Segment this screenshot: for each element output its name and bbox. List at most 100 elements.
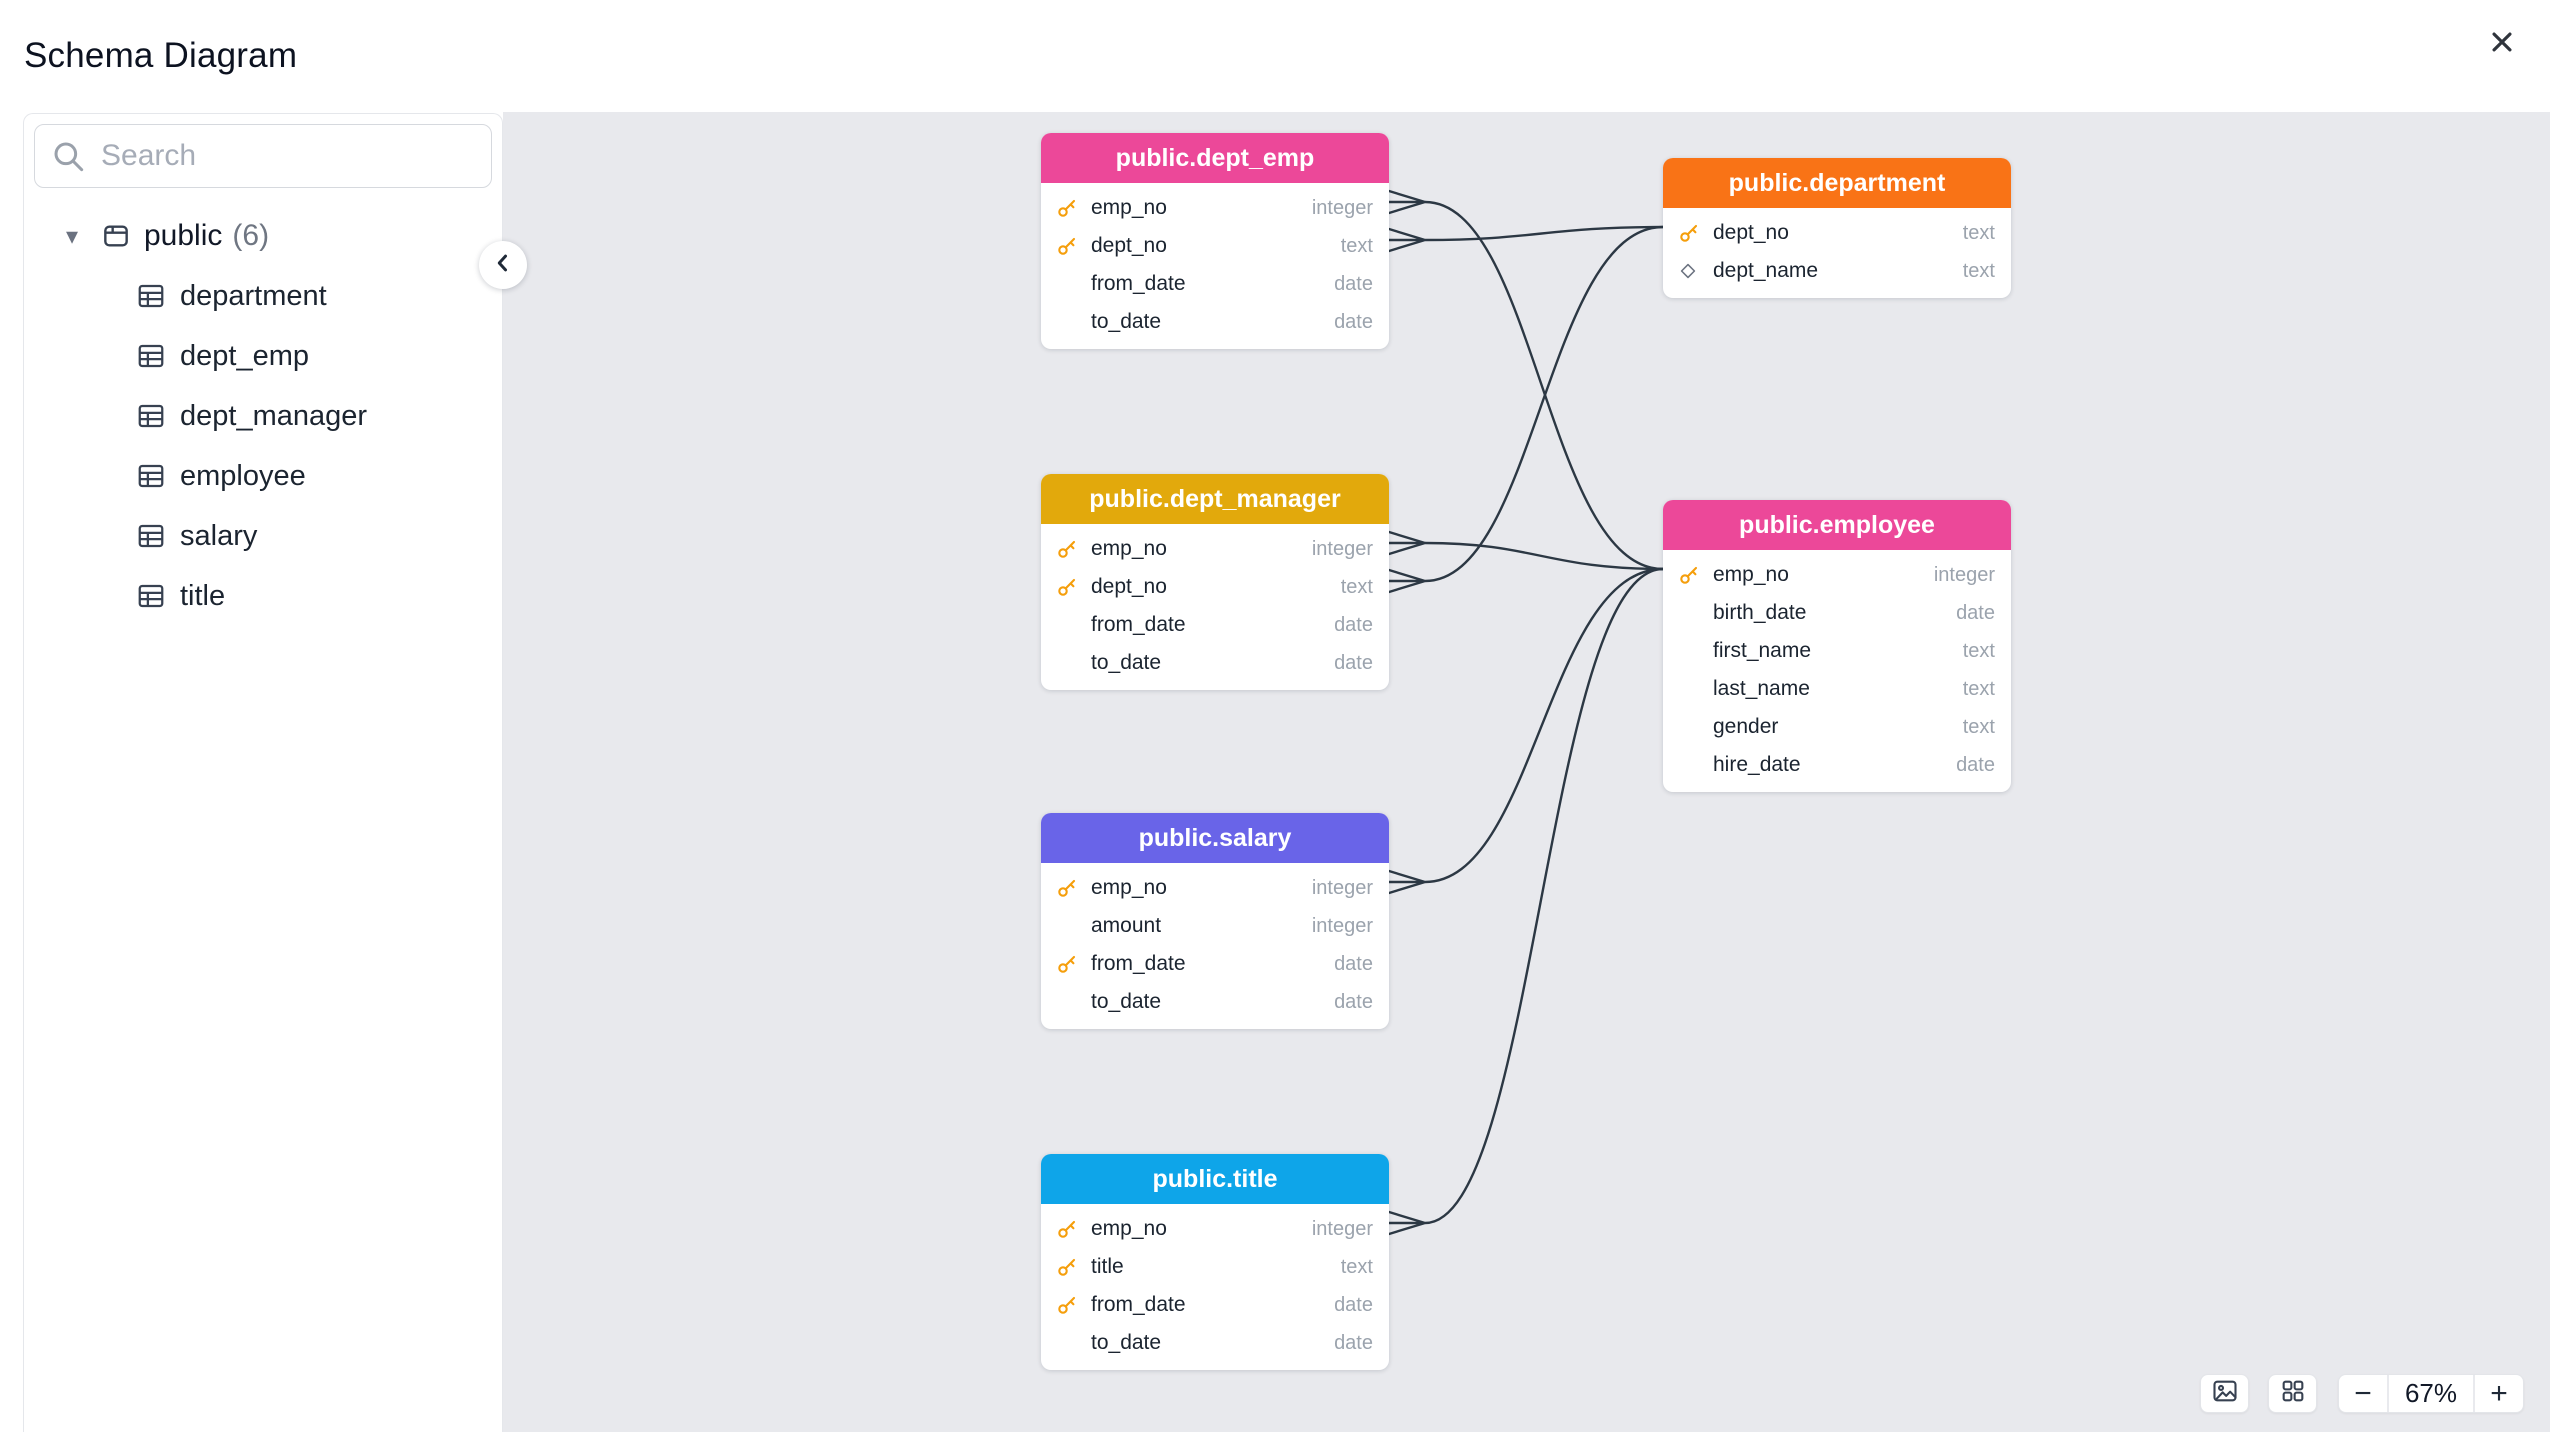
- field-name: emp_no: [1713, 563, 1789, 586]
- relation-dept_emp-dept_no-to-department-dept_no[interactable]: [1387, 225, 1665, 253]
- primary-key-icon: [1055, 1293, 1091, 1317]
- search-input[interactable]: [34, 124, 492, 188]
- field-name: amount: [1091, 914, 1162, 937]
- table-card-title[interactable]: public.department: [1663, 158, 2011, 208]
- zoom-out-button[interactable]: −: [2339, 1375, 2387, 1412]
- page-title: Schema Diagram: [24, 36, 298, 75]
- table-card-title[interactable]: public.title: [1041, 1154, 1389, 1204]
- tree-item-table-department[interactable]: department: [24, 266, 502, 326]
- primary-key-icon: [1055, 234, 1091, 258]
- primary-key-icon: [1677, 563, 1713, 587]
- field-name: dept_no: [1091, 234, 1167, 257]
- field-type: integer: [1311, 914, 1373, 937]
- field-type: text: [1962, 715, 1995, 738]
- table-icon: [136, 281, 166, 311]
- close-button[interactable]: [2476, 18, 2528, 70]
- field-row-dept_no[interactable]: dept_no text: [1041, 227, 1389, 265]
- field-name: emp_no: [1091, 876, 1167, 899]
- field-name: birth_date: [1713, 601, 1807, 624]
- tree-item-table-title[interactable]: title: [24, 566, 502, 626]
- tree-item-table-dept_manager[interactable]: dept_manager: [24, 386, 502, 446]
- primary-key-icon: [1055, 952, 1091, 976]
- field-name: hire_date: [1713, 753, 1801, 776]
- field-row-dept_no[interactable]: dept_no text: [1041, 568, 1389, 606]
- table-icon: [136, 401, 166, 431]
- field-type: date: [1956, 753, 1995, 776]
- field-type: date: [1334, 1331, 1373, 1354]
- tree-item-table-salary[interactable]: salary: [24, 506, 502, 566]
- grid-layout-icon: [2279, 1377, 2307, 1410]
- field-name: dept_no: [1091, 575, 1167, 598]
- relation-lines: [1387, 189, 1665, 1236]
- field-name: first_name: [1713, 639, 1812, 662]
- field-name: from_date: [1091, 952, 1186, 975]
- schema-table-count: (6): [232, 219, 270, 252]
- canvas-controls: − 67% +: [2200, 1374, 2524, 1413]
- field-type: text: [1340, 575, 1373, 598]
- relation-title-emp_no-to-employee-emp_no[interactable]: [1387, 567, 1665, 1236]
- field-row-amount[interactable]: amount integer: [1041, 907, 1389, 945]
- relation-dept_emp-emp_no-to-employee-emp_no[interactable]: [1387, 189, 1665, 571]
- field-row-hire_date[interactable]: hire_date date: [1663, 746, 2011, 784]
- field-name: to_date: [1091, 651, 1162, 674]
- field-name: emp_no: [1091, 196, 1167, 219]
- tree-item-label: salary: [180, 519, 258, 552]
- relation-dept_manager-emp_no-to-employee-emp_no[interactable]: [1387, 530, 1665, 571]
- table-icon: [136, 581, 166, 611]
- sidebar: ▾ public (6) departmentdept_empdept_mana…: [23, 113, 503, 1432]
- relation-salary-emp_no-to-employee-emp_no[interactable]: [1387, 567, 1665, 895]
- zoom-in-button[interactable]: +: [2475, 1375, 2523, 1412]
- field-name: title: [1091, 1255, 1124, 1278]
- table-card-title[interactable]: public.employee: [1663, 500, 2011, 550]
- field-name: last_name: [1713, 677, 1810, 700]
- caret-down-icon[interactable]: ▾: [66, 222, 79, 250]
- tree-item-table-employee[interactable]: employee: [24, 446, 502, 506]
- field-name: from_date: [1091, 272, 1186, 295]
- export-image-button[interactable]: [2200, 1374, 2249, 1413]
- relation-dept_manager-dept_no-to-department-dept_no[interactable]: [1387, 225, 1665, 594]
- table-card-title[interactable]: public.dept_manager: [1041, 474, 1389, 524]
- collapse-sidebar-button[interactable]: [479, 241, 527, 289]
- field-type: text: [1340, 234, 1373, 257]
- tree-item-table-dept_emp[interactable]: dept_emp: [24, 326, 502, 386]
- tree-row-public-schema[interactable]: ▾ public (6): [24, 206, 502, 266]
- field-name: dept_no: [1713, 221, 1789, 244]
- field-name: emp_no: [1091, 1217, 1167, 1240]
- primary-key-icon: [1055, 575, 1091, 599]
- table-card-title[interactable]: public.dept_emp: [1041, 133, 1389, 183]
- schema-icon: [100, 220, 132, 252]
- table-card-title[interactable]: public.salary: [1041, 813, 1389, 863]
- zoom-level[interactable]: 67%: [2389, 1375, 2473, 1412]
- auto-layout-button[interactable]: [2268, 1374, 2317, 1413]
